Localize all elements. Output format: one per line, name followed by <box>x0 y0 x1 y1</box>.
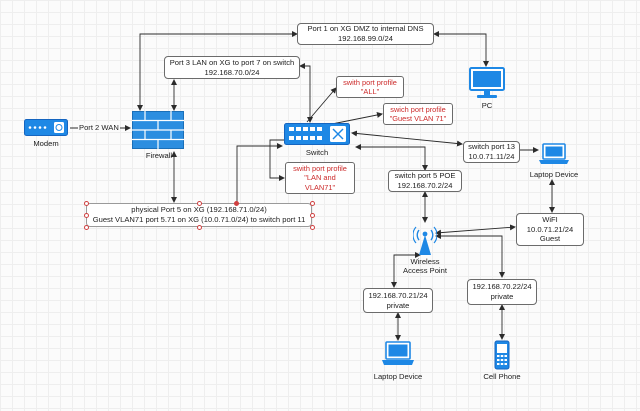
profile-guest-line2: "Guest VLAN 71" <box>389 114 447 123</box>
profile-lanvlan-line1: swith port profile <box>293 164 347 174</box>
dmz-line2: 192.168.99.0/24 <box>338 34 393 43</box>
selection-handle[interactable] <box>84 213 89 218</box>
edge-switch-profile-all <box>306 87 337 123</box>
lan-box[interactable]: Port 3 LAN on XG to port 7 on switch 192… <box>164 56 300 79</box>
firewall-label: Firewall <box>145 151 173 160</box>
lan-line1: Port 3 LAN on XG to port 7 on switch <box>169 57 295 67</box>
selection-handle[interactable] <box>310 225 315 230</box>
dmz-box[interactable]: Port 1 on XG DMZ to internal DNS 192.168… <box>297 23 434 45</box>
profile-lanvlan-box[interactable]: swith port profile "LAN and VLAN71" <box>285 162 355 194</box>
physical-line1: physical Port 5 on XG (192.168.71.0/24) <box>131 205 267 215</box>
wifi-line1: WiFI <box>542 214 558 224</box>
cell-phone-label: Cell Phone <box>483 372 521 381</box>
profile-all-line2: "ALL" <box>360 87 380 96</box>
wap-label: Wireless Access Point <box>395 257 455 276</box>
switch-port13-box[interactable]: switch port 13 10.0.71.11/24 <box>463 141 520 163</box>
edge-wap-wifi <box>435 224 516 236</box>
switch-label: Switch <box>305 148 329 157</box>
switch-icon[interactable] <box>284 123 350 145</box>
switch-port5-poe-box[interactable]: switch port 5 POE 192.168.70.2/24 <box>388 170 462 192</box>
selection-handle[interactable] <box>84 201 89 206</box>
edge-dmz-pc <box>433 31 489 67</box>
edge-label-port2-wan: Port 2 WAN <box>78 123 120 133</box>
private2-box[interactable]: 192.168.70.22/24 private <box>467 279 537 305</box>
laptop-icon[interactable] <box>539 143 569 165</box>
selection-handle[interactable] <box>84 225 89 230</box>
physical-line2: Guest VLAN71 port 5.71 on XG (10.0.71.0/… <box>92 215 306 224</box>
profile-all-line1: swith port profile <box>343 77 397 87</box>
private1-line2: private <box>386 300 410 310</box>
profile-lanvlan-line2: "LAN and <box>304 173 336 183</box>
port5-line2: 192.168.70.2/24 <box>397 181 453 190</box>
laptop-bottom-label: Laptop Device <box>373 372 423 381</box>
edge-wap-private1 <box>391 252 421 288</box>
pc-label: PC <box>481 101 493 110</box>
selection-handle[interactable] <box>310 213 315 218</box>
edge-switch-port5 <box>355 144 428 171</box>
laptop-right-label: Laptop Device <box>529 170 579 179</box>
wifi-box[interactable]: WiFI 10.0.71.21/24 Guest <box>516 213 584 246</box>
edge-switch-port13 <box>351 130 463 147</box>
physical-port-box[interactable]: physical Port 5 on XG (192.168.71.0/24) … <box>86 203 312 227</box>
profile-all-box[interactable]: swith port profile "ALL" <box>336 76 404 98</box>
pc-icon[interactable] <box>469 67 505 99</box>
port13-line1: switch port 13 <box>468 142 515 152</box>
edge-wap-private2 <box>435 233 505 278</box>
laptop-icon[interactable] <box>382 341 414 367</box>
port5-line1: switch port 5 POE <box>394 171 456 181</box>
edge-switch-profile-lanvlan <box>269 139 288 181</box>
edge-physical-switch <box>236 143 283 204</box>
firewall-icon[interactable] <box>132 111 184 149</box>
private1-line1: 192.168.70.21/24 <box>368 290 428 300</box>
selection-handle[interactable] <box>197 201 202 206</box>
cell-phone-icon[interactable] <box>494 340 510 370</box>
port13-line2: 10.0.71.11/24 <box>468 152 515 161</box>
wap-label-line2: Access Point <box>403 266 447 276</box>
profile-guest-box[interactable]: swich port profile "Guest VLAN 71" <box>383 103 453 125</box>
edge-lan-switch <box>299 63 313 123</box>
edge-dmz-firewall <box>137 31 298 111</box>
wifi-line3: Guest <box>539 234 561 244</box>
selection-handle[interactable] <box>197 225 202 230</box>
selection-handle[interactable] <box>234 201 239 206</box>
dmz-line1: Port 1 on XG DMZ to internal DNS <box>307 24 424 34</box>
selection-handle[interactable] <box>310 201 315 206</box>
wifi-line2: 10.0.71.21/24 <box>526 224 574 234</box>
private2-line2: private <box>490 292 514 301</box>
lan-line2: 192.168.70.0/24 <box>204 67 260 77</box>
modem-label: Modem <box>33 139 59 148</box>
profile-lanvlan-line3: VLAN71" <box>304 182 336 192</box>
profile-guest-line1: swich port profile <box>390 104 446 114</box>
wireless-access-point-icon[interactable] <box>413 222 437 256</box>
private1-box[interactable]: 192.168.70.21/24 private <box>363 288 433 313</box>
wap-label-line1: Wireless <box>410 257 440 266</box>
private2-line1: 192.168.70.22/24 <box>472 282 532 292</box>
modem-icon[interactable] <box>24 119 68 136</box>
